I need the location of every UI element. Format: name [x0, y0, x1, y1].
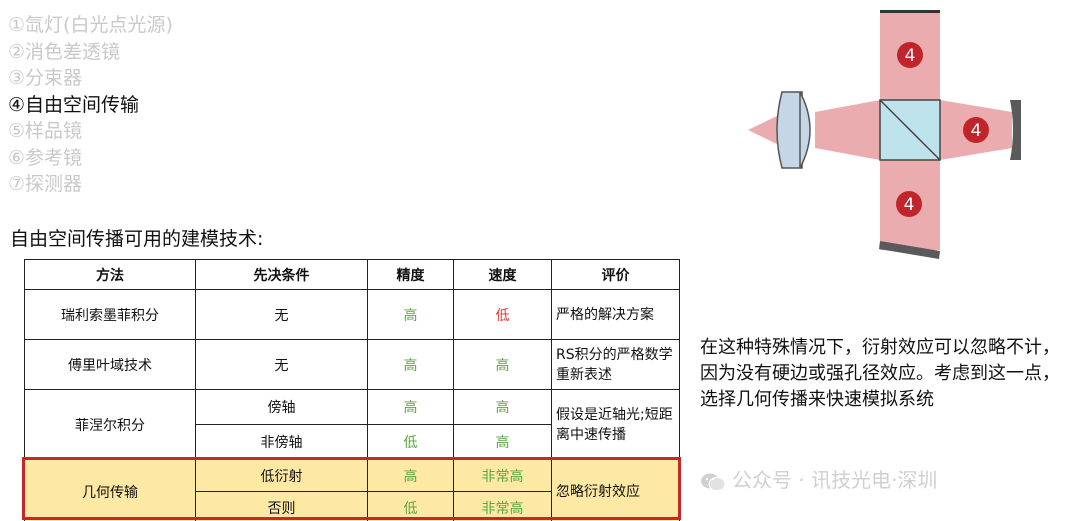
beam-label-bottom: 4: [896, 191, 922, 217]
beam-label-right: 4: [963, 117, 989, 143]
cell-accuracy: 高: [367, 289, 454, 340]
cell-evaluation: RS积分的严格数学重新表述: [551, 339, 680, 390]
cell-evaluation: 忽略衍射效应: [551, 459, 680, 521]
table-row: 菲涅尔积分 傍轴 高 高 假设是近轴光;短距离中速传播: [24, 389, 680, 460]
cell-speed: 低: [453, 289, 552, 340]
cell-prereq: 无: [195, 339, 368, 390]
step-xenon-lamp: ①氙灯(白光点光源): [8, 14, 173, 36]
step-achromatic-lens: ②消色差透镜: [8, 40, 121, 63]
step-reference-mirror: ⑥参考镜: [8, 146, 83, 169]
top-mirror: [880, 10, 940, 13]
cell-speed: 非常高: [453, 491, 552, 521]
header-speed: 速度: [453, 259, 552, 290]
beam-label-text: 4: [904, 195, 915, 215]
methods-table: 方法 先决条件 精度 速度 评价 瑞利索墨菲积分 无 高 低 严格的解决方案 傅…: [24, 259, 680, 521]
cell-accuracy: 低: [367, 491, 454, 521]
splitter-diagonal: [879, 99, 941, 161]
cell-accuracy: 低: [367, 424, 454, 460]
header-accuracy: 精度: [367, 259, 454, 290]
step-sample-mirror: ⑤样品镜: [8, 120, 83, 142]
cell-speed: 高: [453, 389, 552, 425]
step-beam-splitter: ③分束器: [8, 67, 83, 89]
cell-prereq: 无: [195, 289, 368, 340]
step-free-space: ④自由空间传输: [8, 93, 140, 116]
table-row-highlight: 否则 低 非常高: [25, 491, 680, 521]
table-row: 瑞利索墨菲积分 无 高 低 严格的解决方案: [24, 289, 680, 340]
table-header-row: 方法 先决条件 精度 速度 评价: [24, 259, 680, 290]
sample-mirror: [1010, 100, 1021, 160]
header-evaluation: 评价: [551, 259, 680, 290]
table-row: 非傍轴 低 高: [25, 424, 680, 460]
cell-accuracy: 高: [367, 459, 454, 492]
cell-prereq: 非傍轴: [195, 424, 368, 460]
header-method: 方法: [24, 259, 196, 290]
beam-label-text: 4: [905, 46, 916, 66]
cell-prereq: 否则: [195, 491, 368, 521]
cell-prereq: 傍轴: [195, 389, 368, 425]
cell-method: 瑞利索墨菲积分: [24, 289, 196, 340]
cell-accuracy: 高: [367, 389, 454, 425]
table-row-highlight: 几何传输 低衍射 高 非常高 忽略衍射效应: [24, 459, 680, 521]
cell-speed: 高: [453, 339, 552, 390]
explanation-note: 在这种特殊情况下，衍射效应可以忽略不计，因为没有硬边或强孔径效应。考虑到这一点，…: [700, 337, 1060, 410]
section-title: 自由空间传播可用的建模技术:: [10, 228, 264, 250]
cell-accuracy: 高: [367, 339, 454, 390]
achromatic-lens: [776, 91, 803, 169]
header-prereq: 先决条件: [195, 259, 368, 290]
cell-method: 傅里叶域技术: [24, 339, 196, 390]
lens-element: [799, 91, 811, 169]
cell-evaluation: 严格的解决方案: [551, 289, 680, 340]
cell-prereq: 低衍射: [195, 459, 368, 492]
optical-setup-diagram: 4 4 4: [748, 10, 1021, 259]
watermark: 公众号 · 讯技光电·深圳: [700, 464, 937, 493]
wechat-icon: [701, 473, 726, 491]
cell-evaluation: 假设是近轴光;短距离中速传播: [551, 389, 680, 460]
cell-method: 菲涅尔积分: [24, 389, 196, 460]
watermark-text: 公众号 · 讯技光电·深圳: [732, 468, 938, 492]
beam-label-text: 4: [971, 121, 982, 141]
reference-mirror: [879, 241, 940, 259]
cell-speed: 高: [453, 424, 552, 460]
cell-speed: 非常高: [453, 459, 552, 492]
table-row: 傅里叶域技术 无 高 高 RS积分的严格数学重新表述: [24, 339, 680, 390]
step-detector: ⑦探测器: [8, 173, 83, 195]
step-list: ①氙灯(白光点光源) ②消色差透镜 ③分束器 ④自由空间传输 ⑤样品镜 ⑥参考镜…: [8, 12, 173, 198]
beam-label-top: 4: [897, 42, 923, 68]
cell-method: 几何传输: [24, 459, 196, 521]
source-cone: [748, 112, 785, 148]
